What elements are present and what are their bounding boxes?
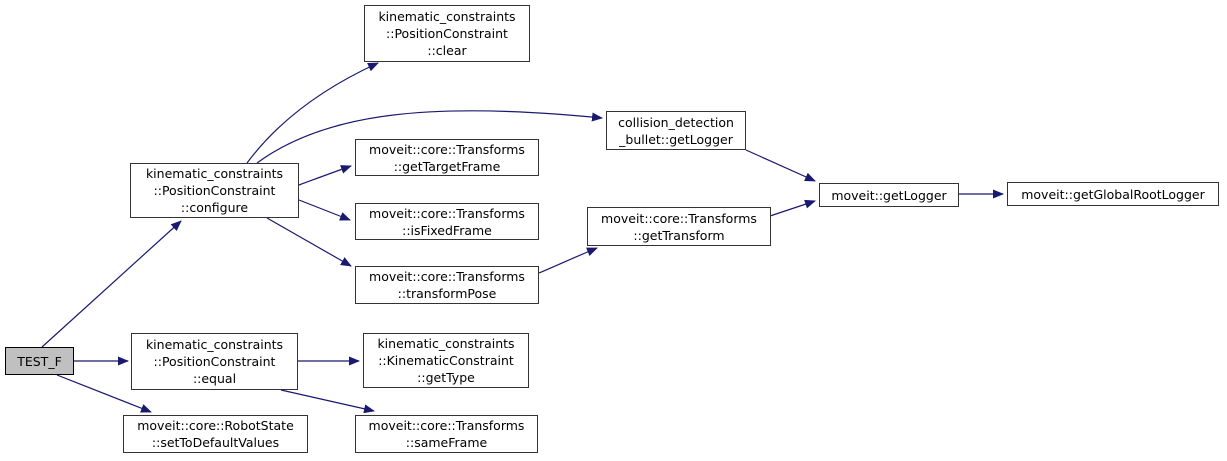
node-label-line: ::PositionConstraint [386, 26, 508, 41]
edge-test-f-to-set-to-default-values [56, 374, 152, 413]
node-label-line: moveit::core::Transforms [601, 210, 757, 226]
edge-configure-to-get-target-frame [298, 165, 352, 186]
node-transform-pose[interactable]: moveit::core::Transforms ::transformPose [355, 266, 539, 304]
node-get-global-root-logger[interactable]: moveit::getGlobalRootLogger [1007, 182, 1219, 206]
node-test-f: TEST_F [5, 347, 74, 375]
node-label: TEST_F [17, 353, 62, 369]
node-label-line: ::configure [180, 200, 249, 215]
node-same-frame[interactable]: moveit::core::Transforms ::sameFrame [355, 415, 538, 453]
edge-equal-to-same-frame [280, 389, 375, 414]
node-position-constraint-clear[interactable]: kinematic_constraints ::PositionConstrai… [364, 5, 530, 62]
edge-configure-to-is-fixed-frame [298, 199, 351, 221]
edge-transform-pose-to-get-transform [538, 247, 598, 274]
edge-configure-to-collision-get-logger [256, 110, 603, 164]
node-is-fixed-frame[interactable]: moveit::core::Transforms ::isFixedFrame [355, 203, 539, 240]
node-get-target-frame[interactable]: moveit::core::Transforms ::getTargetFram… [355, 139, 539, 176]
node-label: moveit::getLogger [831, 187, 947, 203]
node-label-line: ::KinematicConstraint [378, 353, 514, 368]
node-label-line: kinematic_constraints [145, 166, 284, 181]
node-moveit-get-logger[interactable]: moveit::getLogger [819, 183, 959, 207]
node-label-line: ::transformPose [397, 286, 497, 301]
node-label-line: ::equal [192, 371, 237, 386]
node-label-line: ::PositionConstraint [153, 354, 276, 369]
node-label-line: ::setToDefaultValues [151, 435, 280, 450]
node-label-line: ::getTransform [633, 227, 725, 243]
node-label-line: kinematic_constraints [378, 9, 516, 24]
node-label-line: moveit::core::Transforms [369, 269, 525, 284]
node-position-constraint-equal[interactable]: kinematic_constraints ::PositionConstrai… [131, 333, 298, 390]
node-label-line: moveit::core::RobotState [137, 418, 294, 433]
node-kinematic-constraint-get-type[interactable]: kinematic_constraints ::KinematicConstra… [363, 333, 529, 388]
node-label-line: collision_detection [618, 114, 734, 130]
node-label-line: ::getType [417, 370, 475, 385]
node-label-line: ::sameFrame [405, 435, 488, 450]
node-set-to-default-values[interactable]: moveit::core::RobotState ::setToDefaultV… [123, 415, 308, 453]
node-label-line: ::PositionConstraint [153, 183, 276, 198]
node-label: moveit::getGlobalRootLogger [1021, 186, 1205, 202]
node-get-transform[interactable]: moveit::core::Transforms ::getTransform [587, 207, 771, 246]
node-label-line: ::getTargetFrame [393, 158, 501, 174]
node-label-line: moveit::core::Transforms [369, 141, 525, 157]
edge-configure-to-clear [246, 62, 379, 164]
node-label-line: _bullet::getLogger [619, 131, 733, 147]
edge-collision-get-logger-to-get-logger [745, 149, 816, 182]
node-label-line: kinematic_constraints [145, 337, 284, 352]
node-position-constraint-configure[interactable]: kinematic_constraints ::PositionConstrai… [130, 163, 299, 218]
node-label-line: kinematic_constraints [377, 336, 515, 351]
edge-get-transform-to-get-logger [769, 199, 816, 217]
node-label-line: ::clear [427, 43, 467, 58]
edge-configure-to-transform-pose [266, 217, 352, 267]
node-collision-detection-bullet-get-logger[interactable]: collision_detection _bullet::getLogger [606, 111, 746, 150]
node-label-line: ::isFixedFrame [402, 222, 492, 238]
node-label-line: moveit::core::Transforms [369, 205, 525, 221]
node-label-line: moveit::core::Transforms [368, 418, 525, 433]
edge-test-f-to-configure [41, 220, 182, 348]
